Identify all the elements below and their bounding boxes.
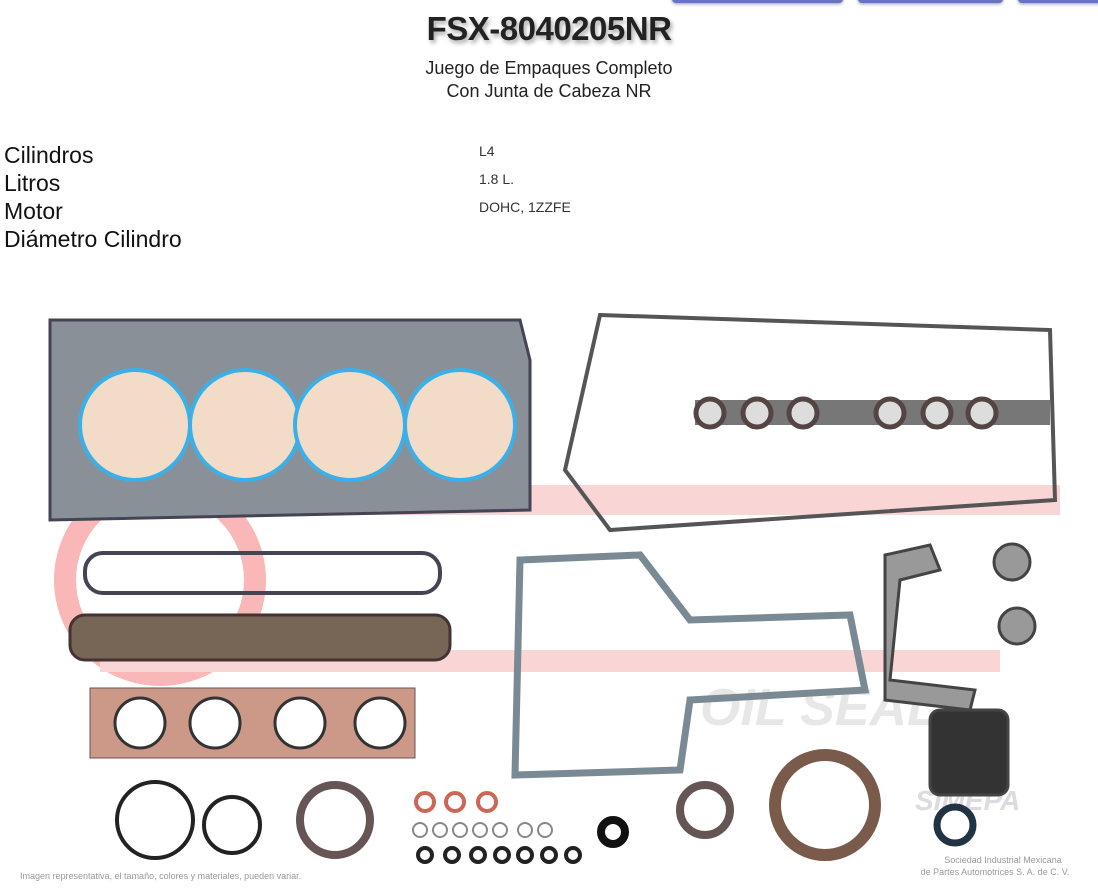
intake-gasket (83, 551, 442, 595)
nav-button-3[interactable] (1018, 0, 1098, 3)
product-description-1: Juego de Empaques Completo (425, 58, 673, 78)
gasket-set-image: GASKETS OIL SEALS SIMEPA (48, 312, 1060, 864)
company-line-1: Sociedad Industrial Mexicana (944, 855, 1062, 865)
nav-button-2[interactable] (858, 0, 1003, 3)
spark-plug-tube-gasket (693, 396, 1050, 430)
spec-label-diametro: Diámetro Cilindro (4, 226, 182, 252)
company-line-2: de Partes Automotrices S. A. de C. V. (920, 867, 1070, 877)
product-description-2: Con Junta de Cabeza NR (446, 81, 652, 101)
seals-and-rings (115, 749, 977, 864)
exhaust-gasket (68, 613, 452, 662)
spec-label-motor: Motor (4, 198, 63, 224)
valve-cover-gasket (562, 312, 1058, 533)
product-code: FSX-8040205NR (426, 10, 672, 47)
head-gasket (48, 318, 532, 522)
image-disclaimer: Imagen representativa, el tamaño, colore… (20, 871, 302, 881)
nav-button-1[interactable] (672, 0, 843, 3)
spec-label-cilindros: Cilindros (4, 142, 94, 168)
spec-label-litros: Litros (4, 170, 61, 196)
small-gaskets (883, 542, 1037, 797)
manifold-heat-gasket (89, 687, 416, 759)
spec-value-litros: 1.8 L. (479, 171, 515, 187)
oil-pan-gasket (511, 551, 870, 779)
spec-value-cilindros: L4 (479, 143, 495, 159)
spec-value-motor: DOHC, 1ZZFE (479, 199, 571, 215)
